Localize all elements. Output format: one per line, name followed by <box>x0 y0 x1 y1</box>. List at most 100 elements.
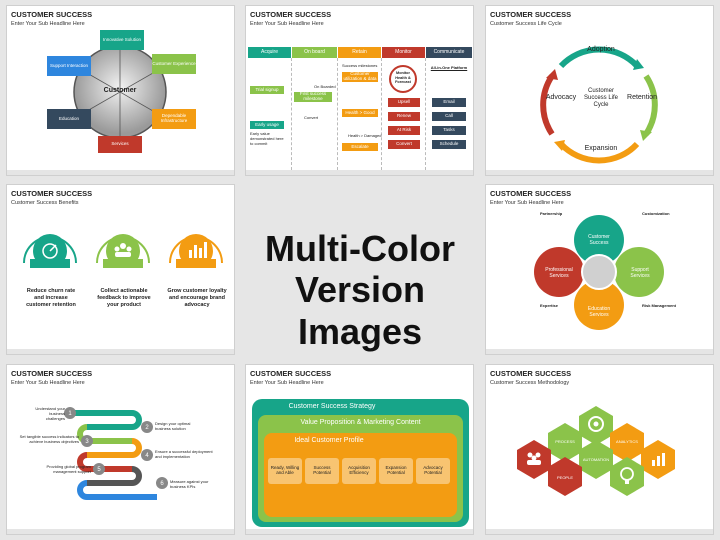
svg-text:6: 6 <box>160 481 164 487</box>
strategy-label: Customer Success Strategy <box>288 403 376 410</box>
box-services: Services <box>98 136 142 153</box>
svg-text:1: 1 <box>68 411 72 417</box>
slide-title: CUSTOMER SUCCESS <box>490 369 572 378</box>
col-acquire: Acquire <box>248 47 291 58</box>
hex-process: PROCESS <box>555 439 575 444</box>
center-heading: Multi-Color Version Images <box>240 228 480 352</box>
slide-thumbnail-3[interactable]: CUSTOMER SUCCESS Customer Success Life C… <box>485 5 714 176</box>
svg-text:5: 5 <box>97 467 101 473</box>
acq-item-1: Trial signup <box>250 86 284 94</box>
slide-thumbnail-1[interactable]: CUSTOMER SUCCESS Enter Your Sub Headline… <box>6 5 235 176</box>
slide-subtitle: Customer Success Benefits <box>11 200 79 206</box>
slide-thumbnail-4[interactable]: CUSTOMER SUCCESS Customer Success Benefi… <box>6 184 235 355</box>
retain-item-4: Health > Damaged <box>348 133 382 138</box>
label-retention: Retention <box>627 94 657 101</box>
petal-education-services: Education Services <box>587 306 611 318</box>
slide-subtitle: Enter Your Sub Headline Here <box>250 380 324 386</box>
hex-grid <box>517 406 675 496</box>
icp-label: Ideal Customer Profile <box>294 437 364 444</box>
card-ready-willing-able: Ready, Willing and Able <box>268 458 302 484</box>
retain-item-5: Escalate <box>342 143 378 151</box>
col-onboard: On board <box>292 47 337 58</box>
hex-people: PEOPLE <box>556 475 573 480</box>
slide-title: CUSTOMER SUCCESS <box>11 369 93 378</box>
label-advocacy: Advocacy <box>545 94 577 101</box>
retain-item-1: Success milestones <box>342 63 378 68</box>
corner-partnership: Partnership <box>540 211 563 216</box>
petal-customer-success: Customer Success <box>588 234 610 246</box>
step-6: Measure against your business KPIs <box>170 479 209 489</box>
value-label: Value Proposition & Marketing Content <box>300 419 421 426</box>
benefit-3: Grow customer loyalty and encourage bran… <box>167 288 227 309</box>
monitor-circle <box>389 65 417 93</box>
comm-item-1: Email <box>432 98 466 107</box>
acq-item-3: Early value demonstrated here to commit <box>250 131 284 146</box>
comm-item-4: Schedule <box>432 140 466 149</box>
card-acquisition-efficiency: Acquisition Efficiency <box>342 458 376 484</box>
monitor-label: Monitor Health & Forecast <box>395 71 411 85</box>
corner-risk-management: Risk Management <box>642 303 677 308</box>
step-3: Set tangible success indicators to achie… <box>19 434 79 444</box>
slide-title: CUSTOMER SUCCESS <box>11 189 93 198</box>
svg-text:2: 2 <box>145 425 149 431</box>
retain-item-3: Health > Good <box>342 109 378 117</box>
col-retain: Retain <box>338 47 381 58</box>
monitor-item-4: Convert <box>388 140 420 149</box>
box-innovative-solution: Innovative Solution <box>100 30 144 50</box>
comm-item-3: Tasks <box>432 126 466 135</box>
step-4: Ensure a successful deployment and imple… <box>155 449 213 459</box>
retain-item-2: Customer utilization & data <box>342 71 378 82</box>
onb-item-3: Convert <box>304 115 319 120</box>
card-expansion-potential: Expansion Potential <box>379 458 413 484</box>
slide-thumbnail-5[interactable]: CUSTOMER SUCCESS Enter Your Sub Headline… <box>485 184 714 355</box>
box-support-interaction: Support Interaction <box>47 56 91 76</box>
label-expansion: Expansion <box>584 145 618 152</box>
corner-expertise: Expertise <box>540 303 559 308</box>
benefit-2: Collect actionable feedback to improve y… <box>97 288 151 309</box>
lifecycle-arcs <box>540 46 658 164</box>
card-success-potential: Success Potential <box>305 458 339 484</box>
snake-path: 1 2 3 4 5 6 <box>64 407 168 500</box>
comm-title: All-in-One Platform <box>430 65 468 70</box>
comm-item-2: Call <box>432 112 466 121</box>
slide-title: CUSTOMER SUCCESS <box>490 10 572 19</box>
step-1: Understand your business challenges <box>35 406 65 421</box>
center-heading-line2: Version Images <box>294 269 426 352</box>
monitor-item-1: Upsell <box>388 98 420 107</box>
monitor-item-2: Renew <box>388 112 420 121</box>
col-monitor: Monitor <box>382 47 425 58</box>
hex-analytics: ANALYTICS <box>616 439 638 444</box>
slide-thumbnail-8[interactable]: CUSTOMER SUCCESS Customer Success Method… <box>485 364 714 535</box>
box-dependable-infrastructure: Dependable Infrastructure <box>152 109 196 129</box>
slide-subtitle: Enter Your Sub Headline Here <box>11 21 85 27</box>
slide-title: CUSTOMER SUCCESS <box>490 189 572 198</box>
slide-subtitle: Enter Your Sub Headline Here <box>250 21 324 27</box>
slide-thumbnail-2[interactable]: CUSTOMER SUCCESS Enter Your Sub Headline… <box>245 5 474 176</box>
petal-professional-services: Professional Services <box>545 267 573 279</box>
svg-text:3: 3 <box>85 439 89 445</box>
monitor-item-3: At Risk <box>388 126 420 135</box>
box-education: Education <box>47 109 91 129</box>
step-5: Providing global program management supp… <box>46 464 91 474</box>
onb-item-2: First success milestone <box>294 91 332 102</box>
slide-subtitle: Customer Success Methodology <box>490 380 570 386</box>
center-heading-line1: Multi-Color <box>265 228 455 269</box>
slide-title: CUSTOMER SUCCESS <box>250 369 332 378</box>
slide-subtitle: Enter Your Sub Headline Here <box>490 200 564 206</box>
lifecycle-center: Customer Success Life Cycle <box>583 88 619 109</box>
slide-thumbnail-6[interactable]: CUSTOMER SUCCESS Enter Your Sub Headline… <box>6 364 235 535</box>
acq-item-2: Early usage <box>250 121 284 129</box>
slide-subtitle: Customer Success Life Cycle <box>490 21 562 27</box>
svg-text:4: 4 <box>145 453 149 459</box>
wheel-center-label: Customer <box>103 87 137 94</box>
onb-item-1: On Boarded <box>314 84 336 89</box>
label-adoption: Adoption <box>587 46 615 53</box>
slide-title: CUSTOMER SUCCESS <box>250 10 332 19</box>
card-advocacy-potential: Advocacy Potential <box>416 458 450 484</box>
slide-thumbnail-7[interactable]: CUSTOMER SUCCESS Enter Your Sub Headline… <box>245 364 474 535</box>
hex-automation: AUTOMATION <box>582 457 610 462</box>
box-customer-experience: Customer Experience <box>152 54 196 74</box>
slide-subtitle: Enter Your Sub Headline Here <box>11 380 85 386</box>
petal-diagram <box>534 215 664 330</box>
slide-title: CUSTOMER SUCCESS <box>11 10 93 19</box>
